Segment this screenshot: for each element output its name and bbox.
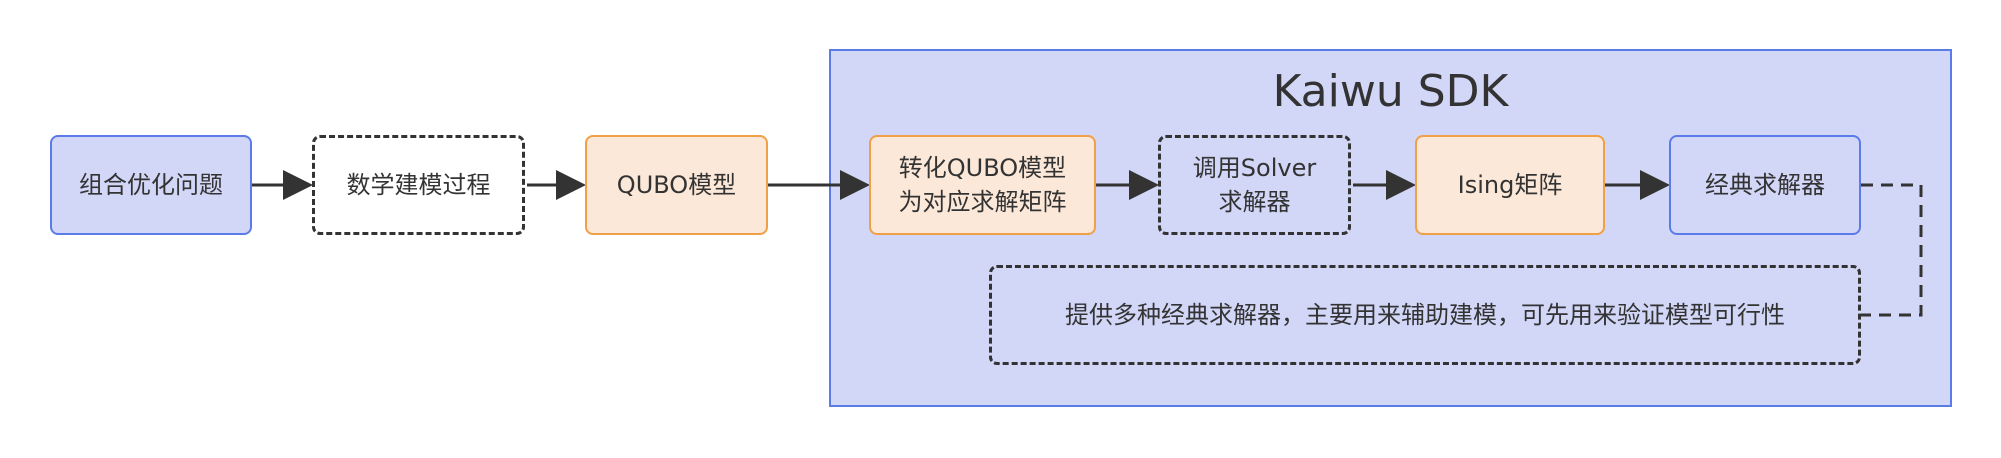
node-label: 经典求解器 <box>1705 171 1825 199</box>
node-label: 提供多种经典求解器，主要用来辅助建模，可先用来验证模型可行性 <box>1065 301 1785 329</box>
node-combinatorial-problem: 组合优化问题 <box>50 135 252 235</box>
edge-classic-to-note <box>1861 183 1923 317</box>
node-label: Ising矩阵 <box>1457 171 1563 199</box>
node-classic-solver-note: 提供多种经典求解器，主要用来辅助建模，可先用来验证模型可行性 <box>989 265 1861 365</box>
node-math-modeling: 数学建模过程 <box>312 135 525 235</box>
node-label: 数学建模过程 <box>346 171 491 199</box>
node-label: QUBO模型 <box>616 171 737 199</box>
node-label-line2: 求解器 <box>1218 188 1291 216</box>
node-label-line1: 调用Solver <box>1192 154 1317 182</box>
node-classic-solver: 经典求解器 <box>1669 135 1861 235</box>
node-ising-matrix: Ising矩阵 <box>1415 135 1605 235</box>
container-title: Kaiwu SDK <box>1272 66 1509 117</box>
node-label: 组合优化问题 <box>79 171 223 199</box>
node-convert-qubo: 转化QUBO模型为对应求解矩阵 <box>869 135 1096 235</box>
node-call-solver: 调用Solver 求解器 <box>1158 135 1351 235</box>
node-label-line1: 转化QUBO模型 <box>898 154 1067 182</box>
node-label-line2: 为对应求解矩阵 <box>898 188 1067 216</box>
node-qubo-model: QUBO模型 <box>585 135 768 235</box>
